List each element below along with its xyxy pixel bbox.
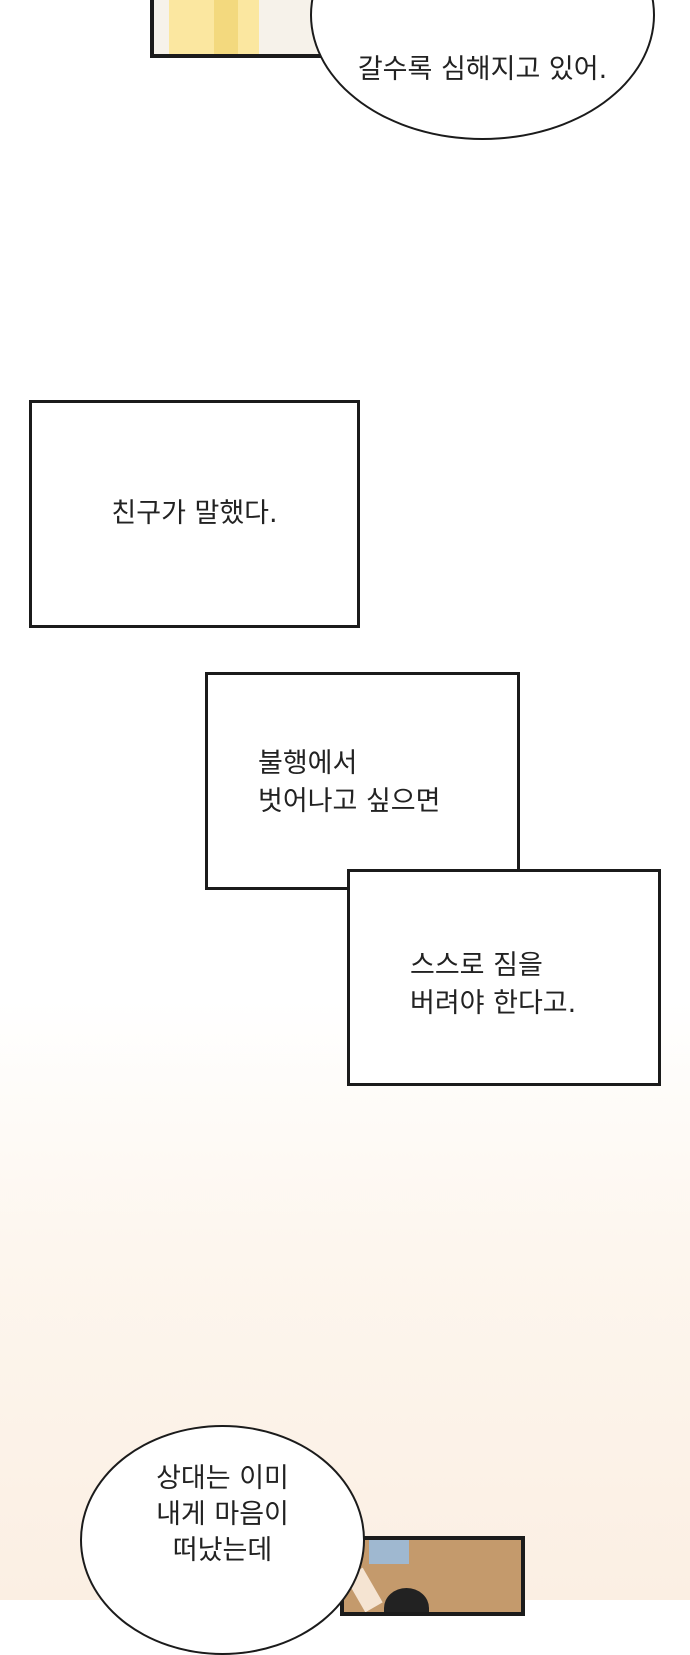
speech-bubble-bottom: 상대는 이미 내게 마음이 떠났는데 [80,1425,365,1655]
narration-box-3: 스스로 짐을 버려야 한다고. [347,869,661,1086]
speech-text: 갈수록 심해지고 있어. [357,54,608,85]
narration-line: 스스로 짐을 [410,950,543,981]
comic-panel-bottom [340,1536,525,1616]
narration-box-1: 친구가 말했다. [29,400,360,628]
speech-line: 떠났는데 [172,1535,273,1566]
panel-art [214,0,238,54]
narration-text: 친구가 말했다. [111,498,278,529]
speech-line: 상대는 이미 [156,1463,289,1494]
speech-line: 내게 마음이 [156,1499,289,1530]
panel-art [369,1540,409,1564]
speech-bubble-top: 갈수록 심해지고 있어. [310,0,655,140]
narration-line: 불행에서 [258,748,358,779]
narration-line: 버려야 한다고. [410,988,577,1019]
narration-box-2: 불행에서 벗어나고 싶으면 [205,672,520,890]
panel-art [384,1588,429,1612]
narration-line: 벗어나고 싶으면 [258,786,441,817]
